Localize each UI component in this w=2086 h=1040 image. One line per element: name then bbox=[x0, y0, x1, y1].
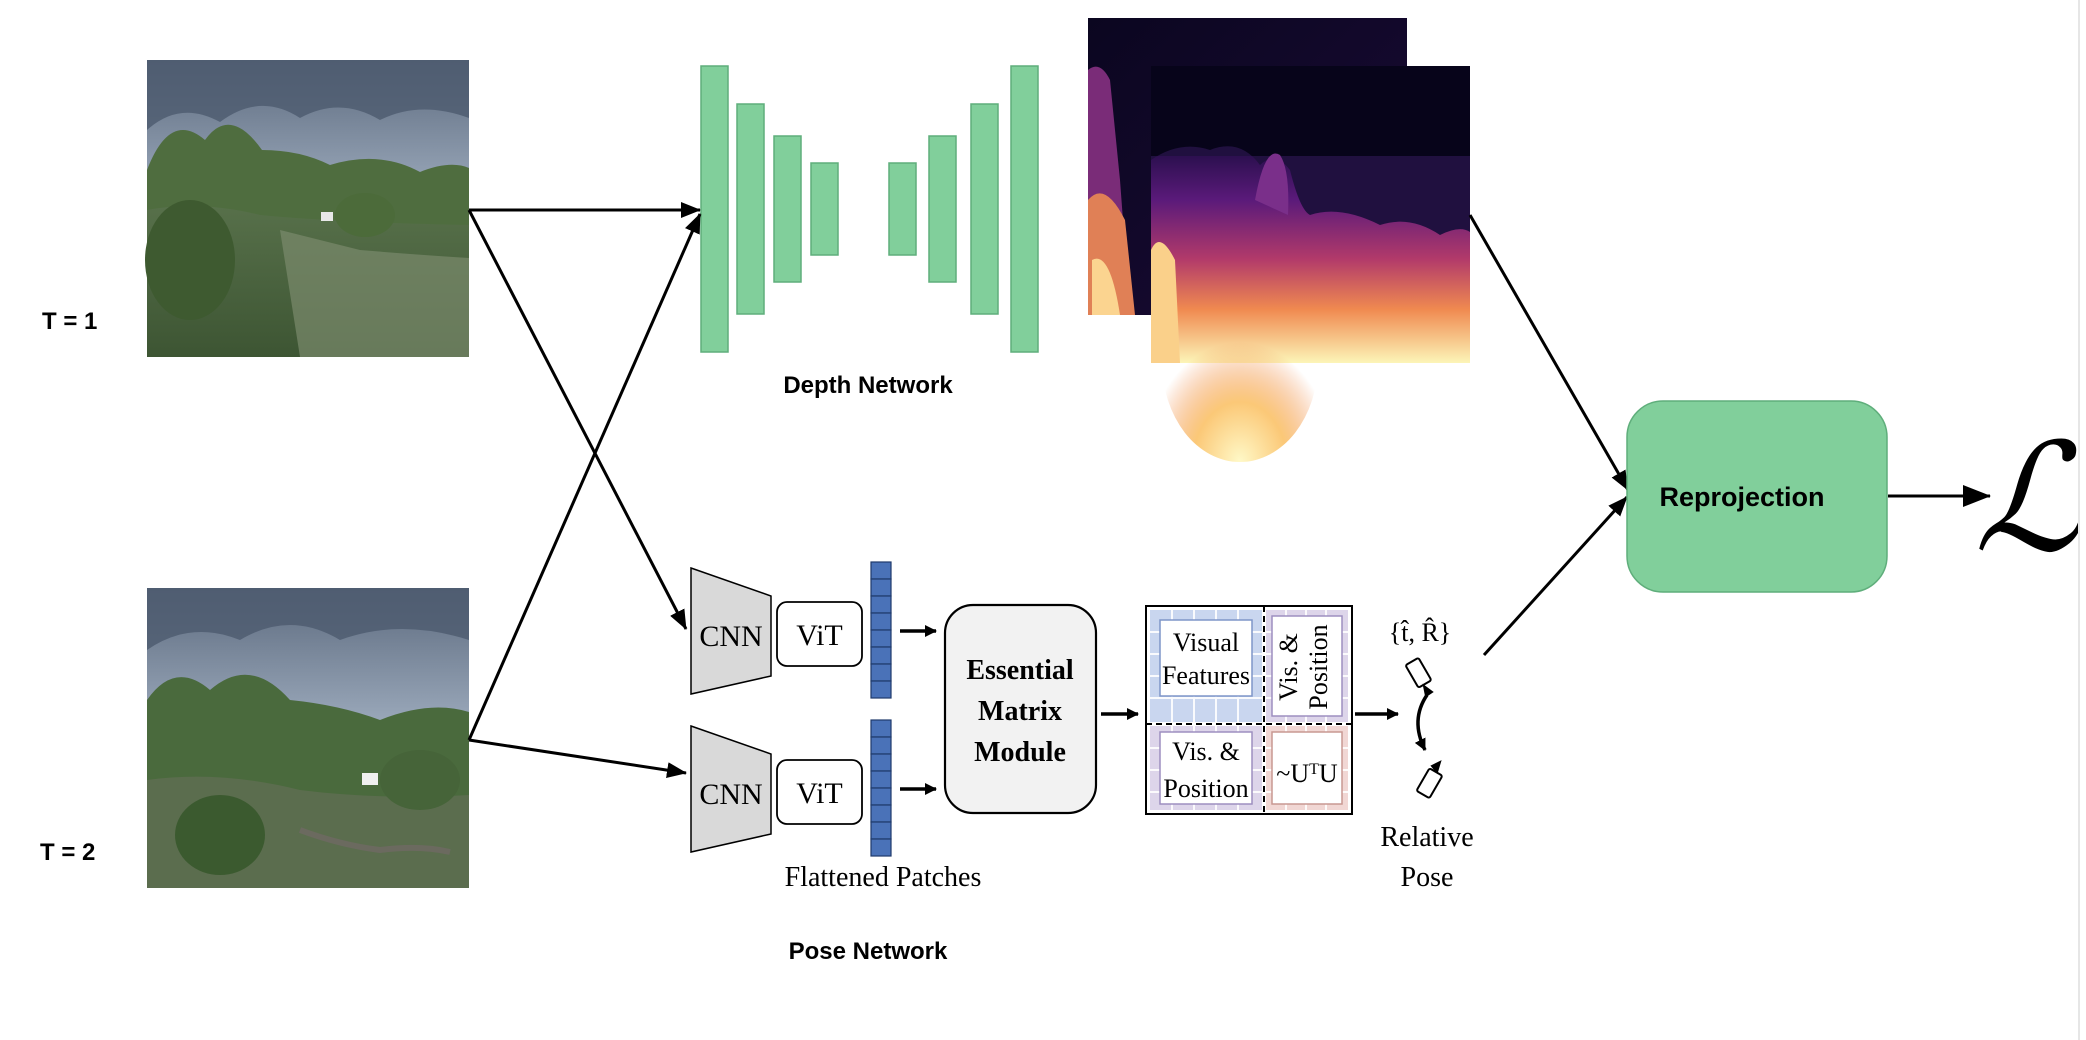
patch-cell bbox=[870, 680, 892, 699]
visual-features-cell bbox=[1159, 619, 1253, 697]
pose-internal-arrows bbox=[900, 625, 1399, 795]
depth-encoder-layer-1 bbox=[700, 65, 729, 353]
depth-encoder-layer-4 bbox=[810, 162, 839, 256]
camera-icon-top bbox=[1405, 657, 1434, 698]
vit-block-bottom: ViT bbox=[776, 759, 863, 825]
pose-network-label: Pose Network bbox=[789, 938, 948, 965]
pose-transform-arrow bbox=[1414, 694, 1429, 751]
cnn-block-bottom: CNN bbox=[690, 724, 772, 853]
patch-cell bbox=[870, 838, 892, 857]
vispos-label-line2: Position bbox=[1163, 774, 1248, 803]
vit-label-top: ViT bbox=[796, 619, 843, 652]
arrow-pose-to-reprojection bbox=[1482, 495, 1629, 657]
essential-label-line3: Module bbox=[974, 737, 1066, 768]
patch-cell bbox=[870, 595, 892, 614]
patch-cell bbox=[870, 612, 892, 631]
time-label-t2: T = 2 bbox=[40, 839, 95, 866]
cnn-label-top: CNN bbox=[699, 620, 762, 653]
patch-cell bbox=[870, 736, 892, 755]
essential-matrix-module: Essential Matrix Module bbox=[943, 603, 1098, 815]
loss-symbol: ℒ bbox=[1974, 417, 2078, 583]
vispos-vertical-line1: Vis. & bbox=[1274, 633, 1303, 701]
reprojection-block: Reprojection bbox=[1626, 400, 1888, 593]
arrow-t2-to-pose bbox=[468, 738, 687, 779]
arrow-t1-to-pose bbox=[467, 209, 688, 630]
cnn-label-bottom: CNN bbox=[699, 778, 762, 811]
vis-pos-vertical-cell bbox=[1271, 615, 1343, 717]
patch-cell bbox=[870, 821, 892, 840]
patch-cell bbox=[870, 646, 892, 665]
camera-icon-bottom bbox=[1416, 760, 1443, 799]
patch-cell bbox=[870, 719, 892, 738]
flattened-patches-top bbox=[870, 561, 892, 699]
vit-block-top: ViT bbox=[776, 601, 863, 667]
patch-cell bbox=[870, 629, 892, 648]
relative-pose-line1: Relative bbox=[1380, 822, 1473, 853]
depth-decoder-layer-4 bbox=[1010, 65, 1039, 353]
time-label-t1: T = 1 bbox=[42, 308, 97, 335]
vis-pos-cell bbox=[1159, 731, 1253, 805]
reprojection-arrows bbox=[1468, 214, 1991, 657]
pose-hat-label: {t̂, R̂} bbox=[1389, 618, 1452, 647]
patch-cell bbox=[870, 804, 892, 823]
depth-map-front bbox=[1151, 66, 1470, 462]
reprojection-label: Reprojection bbox=[1659, 482, 1824, 512]
patch-cell bbox=[870, 561, 892, 580]
patch-cell bbox=[870, 753, 892, 772]
utu-label: ~UTU bbox=[1276, 759, 1338, 788]
depth-decoder-layer-1 bbox=[888, 162, 917, 256]
flattened-patches-bottom bbox=[870, 719, 892, 857]
essential-label-line1: Essential bbox=[966, 655, 1074, 686]
vit-label-bottom: ViT bbox=[796, 777, 843, 810]
depth-decoder-layer-3 bbox=[970, 103, 999, 315]
depth-encoder-layer-3 bbox=[773, 135, 802, 283]
essential-label-line2: Matrix bbox=[978, 696, 1062, 727]
page-edge bbox=[2078, 0, 2080, 1040]
arrow-t2-to-depth bbox=[467, 213, 702, 741]
utu-cell bbox=[1271, 731, 1343, 805]
input-image-t1 bbox=[145, 60, 469, 357]
relative-pose-line2: Pose bbox=[1401, 862, 1454, 893]
input-image-t2 bbox=[147, 588, 469, 888]
vispos-label-line1: Vis. & bbox=[1172, 737, 1240, 766]
flattened-patches-label: Flattened Patches bbox=[785, 862, 982, 893]
patch-cell bbox=[870, 770, 892, 789]
patch-cell bbox=[870, 787, 892, 806]
visual-label-line1: Visual bbox=[1173, 628, 1239, 657]
patch-cell bbox=[870, 578, 892, 597]
input-arrows bbox=[467, 202, 702, 779]
arrow-depth-to-reprojection bbox=[1468, 214, 1630, 491]
depth-network-encoder-decoder bbox=[700, 65, 1039, 353]
vispos-vertical-line2: Position bbox=[1304, 624, 1333, 709]
visual-label-line2: Features bbox=[1162, 661, 1250, 690]
depth-encoder-layer-2 bbox=[736, 103, 765, 315]
feature-matrix-grid: Visual Features Vis. & Position Vis. & P… bbox=[1145, 605, 1353, 815]
cnn-block-top: CNN bbox=[690, 566, 772, 695]
depth-decoder-layer-2 bbox=[928, 135, 957, 283]
depth-network-label: Depth Network bbox=[783, 372, 953, 399]
patch-cell bbox=[870, 663, 892, 682]
